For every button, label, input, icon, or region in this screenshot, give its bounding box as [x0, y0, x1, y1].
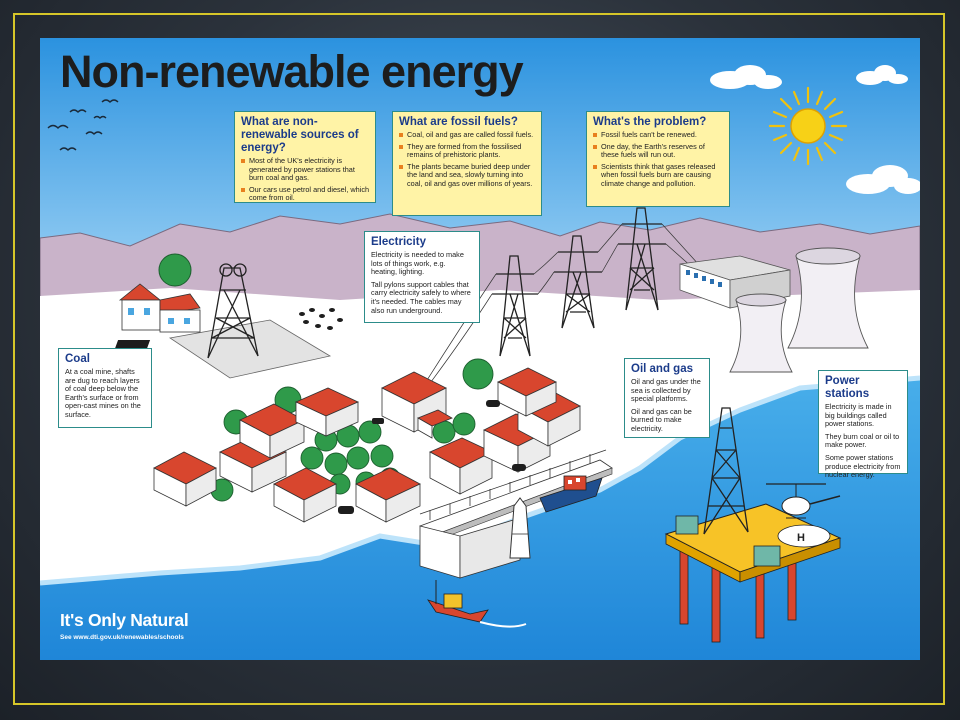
cooling-tower-icon: [787, 247, 869, 349]
house-icon: [429, 437, 493, 495]
what-are-item: Our cars use petrol and diesel, which co…: [241, 185, 370, 203]
oil-gas-box: Oil and gas Oil and gas under the sea is…: [624, 358, 710, 438]
fossil-fuels-item: The plants became buried deep under the …: [399, 162, 536, 189]
problem-item: Fossil fuels can't be renewed.: [593, 130, 724, 140]
house-icon: [153, 451, 217, 507]
poster-title: Non-renewable energy: [60, 46, 524, 97]
helipad: H: [777, 524, 831, 548]
tree-icon: [210, 358, 494, 502]
sea: [40, 378, 920, 660]
problem-item: Scientists think that gases released whe…: [593, 162, 724, 189]
house-icon: [355, 467, 421, 523]
brand-logo-text: It's Only Natural: [60, 610, 189, 630]
power-stations-text: Electricity is made in big buildings cal…: [825, 402, 892, 429]
house-icon: [273, 467, 337, 523]
what-are-box: What are non-renewable sources of energy…: [234, 111, 376, 203]
electricity-text: Electricity is needed to make lots of th…: [371, 250, 464, 277]
pylon-icon: [618, 207, 666, 311]
power-stations-text: Some power stations produce electricity …: [825, 452, 901, 480]
fossil-fuels-item: Coal, oil and gas are called fossil fuel…: [399, 130, 536, 140]
cloud-icon: [856, 65, 908, 85]
sun-icon: [768, 86, 848, 166]
car-icon: [338, 400, 526, 514]
coal-mine: [112, 253, 332, 379]
what-are-item: Most of the UK's electricity is generate…: [241, 156, 370, 183]
problem-box: What's the problem? Fossil fuels can't b…: [586, 111, 730, 207]
tree-icon: [158, 253, 192, 287]
what-are-title: What are non-renewable sources of energy…: [241, 116, 359, 154]
coal-box: Coal At a coal mine, shafts are dug to r…: [58, 348, 152, 428]
coal-title: Coal: [65, 353, 90, 365]
oil-gas-title: Oil and gas: [631, 363, 693, 375]
power-stations-title: Power stations: [825, 375, 870, 400]
energy-poster: H Non-renewable energy What are non-rene…: [40, 38, 920, 660]
website-link[interactable]: See www.dti.gov.uk/renewables/schools: [60, 634, 184, 641]
pylon-icon: [492, 255, 538, 357]
power-stations-box: Power stations Electricity is made in bi…: [818, 370, 908, 479]
electricity-title: Electricity: [371, 236, 426, 248]
house-icon: [295, 387, 359, 437]
problem-title: What's the problem?: [593, 116, 707, 128]
lighthouse-icon: [509, 497, 531, 559]
svg-text:H: H: [797, 532, 805, 544]
house-icon: [417, 409, 453, 439]
boat-icon: [539, 475, 603, 513]
cooling-tower-icon: [729, 293, 793, 373]
electricity-box: Electricity Electricity is needed to mak…: [364, 231, 480, 323]
boat-icon: [427, 580, 527, 628]
cloud-icon: [846, 165, 920, 194]
power-stations-text: They burn coal or oil to make power.: [825, 431, 900, 450]
oil-rig-icon: H: [664, 407, 842, 643]
cloud-icon: [710, 65, 782, 89]
fossil-fuels-box: What are fossil fuels? Coal, oil and gas…: [392, 111, 542, 216]
pylon-icon: [554, 235, 602, 329]
house-icon: [497, 367, 557, 417]
coal-text: At a coal mine, shafts are dug to reach …: [65, 367, 141, 419]
problem-item: One day, the Earth's reserves of these f…: [593, 142, 724, 160]
house-icon: [239, 403, 305, 459]
sheep-icon: [299, 308, 343, 330]
oil-gas-text: Oil and gas under the sea is collected b…: [631, 377, 701, 404]
mine-headframe-icon: [207, 263, 259, 359]
electricity-text: Tall pylons support cables that carry el…: [371, 279, 471, 315]
fossil-fuels-title: What are fossil fuels?: [399, 116, 518, 128]
oil-gas-text: Oil and gas can be burned to make electr…: [631, 406, 692, 433]
village-houses: [153, 367, 581, 523]
house-icon: [118, 283, 201, 333]
slide-frame: [13, 13, 945, 705]
bird-icon: [47, 99, 119, 151]
helicopter-icon: [766, 483, 841, 519]
fossil-fuels-item: They are formed from the fossilised rema…: [399, 142, 536, 160]
power-station: [679, 247, 869, 373]
